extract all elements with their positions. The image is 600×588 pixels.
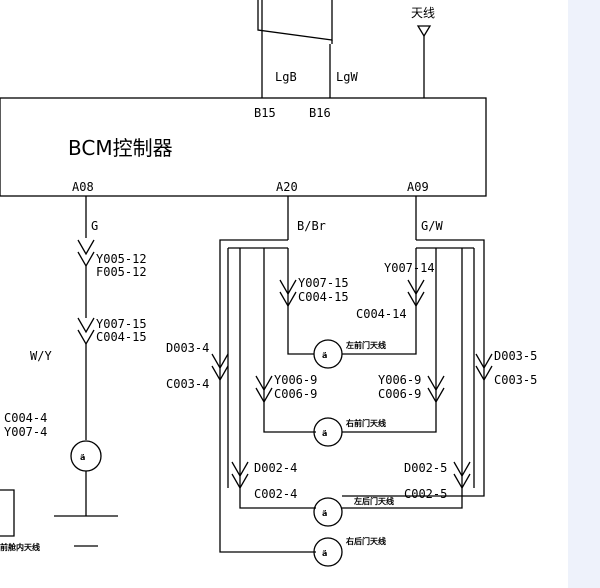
sensor-3-symbol: ä <box>322 509 327 518</box>
conn-y006-9-right: Y006-9 <box>378 373 421 387</box>
conn-c003-5: C003-5 <box>494 373 537 387</box>
sensor-3-label: 左后门天线 <box>353 496 394 506</box>
conn-c006-9-right: C006-9 <box>378 387 421 401</box>
sensor-1 <box>313 339 343 369</box>
conn-y007-4: Y007-4 <box>4 425 47 439</box>
conn-d003-4: D003-4 <box>166 341 209 355</box>
sensor-3 <box>313 497 343 527</box>
module-title: BCM控制器 <box>68 136 173 160</box>
conn-y007-15-left: Y007-15 <box>96 317 147 331</box>
conn-d002-4: D002-4 <box>254 461 297 475</box>
conn-c003-4: C003-4 <box>166 377 209 391</box>
left-wire-a08 <box>54 196 118 547</box>
connector-chevrons <box>211 279 493 490</box>
sensor-4-label: 右后门天线 <box>345 536 386 546</box>
sensor-4 <box>313 537 343 567</box>
sensor-2 <box>313 417 343 447</box>
wire-color-bgr: B/Br <box>297 219 326 233</box>
antenna-icon <box>416 25 432 98</box>
pin-a08: A08 <box>72 180 94 194</box>
side-panel <box>568 0 600 588</box>
conn-c004-15-left: C004-15 <box>96 330 147 344</box>
conn-d003-5: D003-5 <box>494 349 537 363</box>
pin-b15: B15 <box>254 106 276 120</box>
top-wires <box>257 0 333 98</box>
wire-color-wy: W/Y <box>30 349 52 363</box>
sensor-label-left: 前舱内天线 <box>0 542 40 552</box>
wire-color-gw: G/W <box>421 219 443 233</box>
pin-a20: A20 <box>276 180 298 194</box>
wiring-diagram: LgB LgW 天线 B15 B16 BCM控制器 A08 A20 A09 <box>0 0 537 567</box>
conn-c004-4: C004-4 <box>4 411 47 425</box>
conn-y006-9-left: Y006-9 <box>274 373 317 387</box>
conn-c002-5: C002-5 <box>404 487 447 501</box>
sensor-2-symbol: ä <box>322 429 327 438</box>
pin-b16: B16 <box>309 106 331 120</box>
conn-y007-14: Y007-14 <box>384 261 435 275</box>
lgb-label: LgB <box>275 70 297 84</box>
conn-f005-12: F005-12 <box>96 265 147 279</box>
conn-y005-12: Y005-12 <box>96 252 147 266</box>
pin-a09: A09 <box>407 180 429 194</box>
conn-c006-9-left: C006-9 <box>274 387 317 401</box>
conn-c004-14: C004-14 <box>356 307 407 321</box>
conn-y007-15: Y007-15 <box>298 276 349 290</box>
conn-d002-5: D002-5 <box>404 461 447 475</box>
conn-c002-4: C002-4 <box>254 487 297 501</box>
bcm-module-box <box>0 97 487 197</box>
sensor-2-label: 右前门天线 <box>345 418 386 428</box>
sensor-1-symbol: ä <box>322 351 327 360</box>
antenna-label: 天线 <box>411 6 435 20</box>
wire-color-g: G <box>91 219 98 233</box>
lgw-label: LgW <box>336 70 358 84</box>
conn-c004-15: C004-15 <box>298 290 349 304</box>
sensor-1-label: 左前门天线 <box>345 340 386 350</box>
far-left-fragment <box>0 489 15 537</box>
sensor-4-symbol: ä <box>322 549 327 558</box>
sensor-symbol-left: ä <box>80 453 85 462</box>
